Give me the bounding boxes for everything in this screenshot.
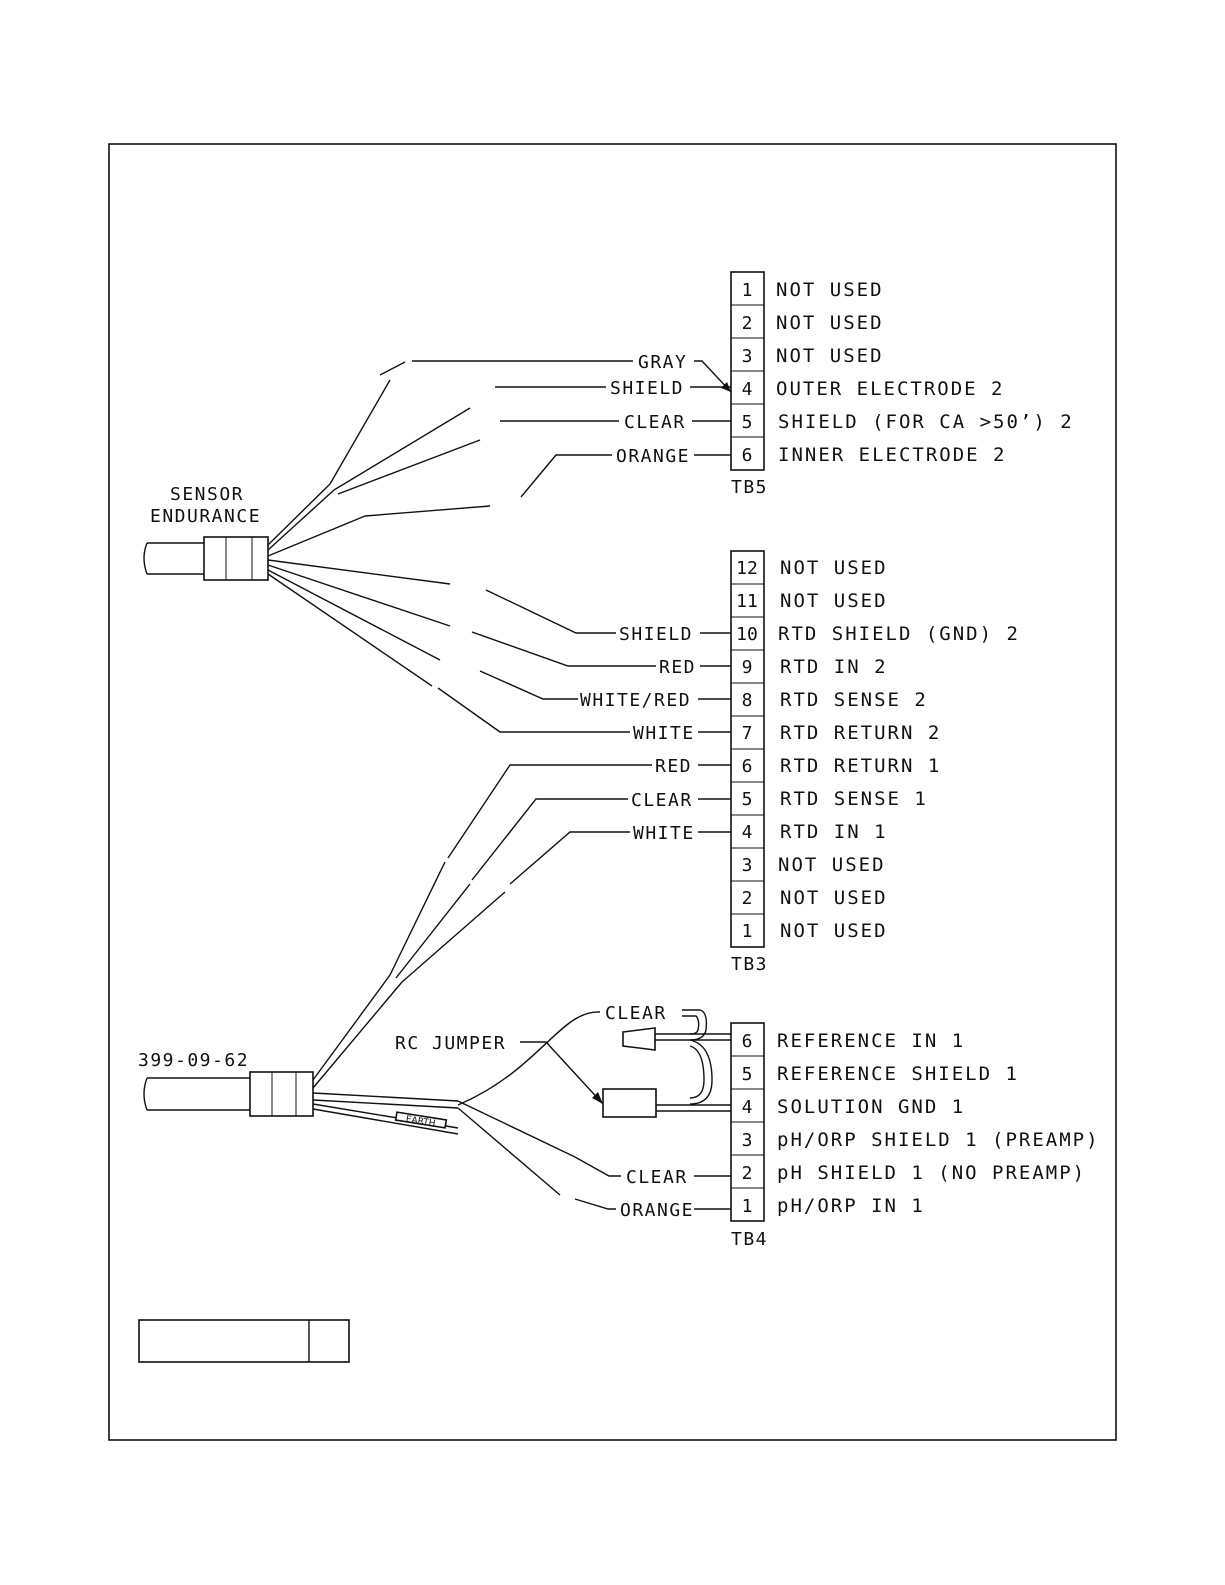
tb3-terminal-desc: RTD RETURN 2 (780, 722, 941, 744)
tb3-label: TB3 (731, 954, 768, 975)
tb4-terminal-desc: SOLUTION GND 1 (777, 1096, 965, 1118)
tb4-block: 6 5 4 3 2 1 REFERENCE IN 1 REFERENCE SHI… (730, 1022, 1100, 1250)
tb4-terminal-number: 1 (742, 1196, 753, 1217)
tb3-wires-upper: SHIELD RED WHITE/RED WHITE (437, 589, 731, 744)
tb4-terminal-desc: pH SHIELD 1 (NO PREAMP) (777, 1162, 1086, 1184)
jumper-connector (602, 1088, 657, 1118)
tb5-terminal-number: 3 (742, 346, 753, 367)
tb4-terminal-number: 5 (742, 1064, 753, 1085)
wire-label-white-red: WHITE/RED (580, 690, 691, 711)
wire-label-shield-rtd: SHIELD (619, 624, 693, 645)
tb3-terminal-desc: RTD RETURN 1 (780, 755, 941, 777)
earth-wire-marker (394, 1111, 448, 1129)
tb5-label: TB5 (731, 477, 768, 498)
tb3-terminal-number: 2 (742, 888, 753, 909)
tb5-terminal-number: 1 (742, 280, 753, 301)
tb4-terminal-number: 6 (742, 1031, 753, 1052)
tb5-terminal-number: 6 (742, 445, 753, 466)
tb3-terminal-desc: NOT USED (778, 854, 886, 876)
tb3-terminal-desc: RTD SHIELD (GND) 2 (778, 623, 1020, 645)
tb4-terminal-desc: pH/ORP SHIELD 1 (PREAMP) (777, 1129, 1100, 1151)
sensor-endurance-cable: SENSOR ENDURANCE (143, 361, 491, 687)
sensor-label-line2: ENDURANCE (150, 506, 261, 527)
earth-label: EARTH (405, 1115, 436, 1130)
wire-label-orange: ORANGE (616, 446, 690, 467)
tb3-terminal-number: 11 (736, 591, 758, 612)
wire-label-clear-1: CLEAR (631, 790, 693, 811)
tb3-terminal-number: 4 (742, 822, 753, 843)
wire-label-orange-ph: ORANGE (620, 1200, 694, 1221)
tb3-terminal-number: 7 (742, 723, 753, 744)
tb4-terminal-desc: pH/ORP IN 1 (777, 1195, 925, 1217)
tb3-terminal-number: 3 (742, 855, 753, 876)
rc-jumper-label: RC JUMPER (395, 1033, 506, 1054)
tb3-terminal-number: 12 (736, 558, 758, 579)
tb3-terminal-desc: RTD SENSE 1 (780, 788, 928, 810)
tb5-terminal-desc: NOT USED (776, 345, 884, 367)
tb5-terminal-number: 4 (742, 379, 753, 400)
tb3-terminal-desc: RTD IN 2 (780, 656, 888, 678)
tb4-terminal-number: 3 (742, 1130, 753, 1151)
tb5-block: 1 2 3 4 5 6 NOT USED NOT USED NOT USED O… (730, 271, 1074, 498)
tb3-terminal-number: 10 (736, 624, 758, 645)
tb5-terminal-desc: NOT USED (776, 279, 884, 301)
tb3-terminal-number: 8 (742, 690, 753, 711)
tb4-terminal-desc: REFERENCE IN 1 (777, 1030, 965, 1052)
tb5-terminal-number: 5 (742, 412, 753, 433)
tb3-terminal-desc: NOT USED (780, 557, 888, 579)
revision-box (138, 1319, 350, 1363)
tb3-terminal-desc: RTD SENSE 2 (780, 689, 928, 711)
wire-label-white-1: WHITE (633, 823, 695, 844)
tb4-terminal-number: 2 (742, 1163, 753, 1184)
tb4-wires: CLEAR RC JUMPER CLEAR ORANGE (395, 1003, 731, 1221)
sensor-label-line1: SENSOR (170, 484, 244, 505)
tb3-terminal-desc: NOT USED (780, 590, 888, 612)
cable-part-number: 399-09-62 (138, 1050, 249, 1071)
wire-label-red: RED (659, 657, 696, 678)
wire-label-clear-ref: CLEAR (605, 1003, 667, 1024)
tb3-terminal-number: 6 (742, 756, 753, 777)
tb3-wires-lower: RED CLEAR WHITE (447, 756, 731, 885)
wire-label-red-1: RED (655, 756, 692, 777)
tb3-terminal-number: 9 (742, 657, 753, 678)
tb4-label: TB4 (731, 1229, 768, 1250)
tb4-terminal-desc: REFERENCE SHIELD 1 (777, 1063, 1019, 1085)
tb3-terminal-number: 5 (742, 789, 753, 810)
wire-label-white: WHITE (633, 723, 695, 744)
reference-connector (622, 1027, 656, 1051)
tb5-terminal-desc: INNER ELECTRODE 2 (778, 444, 1006, 466)
tb5-terminal-desc: SHIELD (FOR CA >50’) 2 (778, 411, 1074, 433)
wire-label-clear: CLEAR (624, 412, 686, 433)
tb3-terminal-desc: NOT USED (780, 920, 888, 942)
tb5-terminal-desc: NOT USED (776, 312, 884, 334)
tb4-terminal-number: 4 (742, 1097, 753, 1118)
cable-boot (249, 1071, 314, 1117)
tb5-terminal-desc: OUTER ELECTRODE 2 (776, 378, 1004, 400)
diagram-frame (108, 143, 1117, 1441)
wire-label-shield: SHIELD (610, 378, 684, 399)
tb5-terminal-number: 2 (742, 313, 753, 334)
cable-399-09-62: 399-09-62 EARTH (138, 861, 576, 1196)
tb3-block: 12 11 10 9 8 7 6 5 4 3 2 1 NOT USED NOT … (730, 550, 1020, 975)
tb5-wires: GRAY SHIELD CLEAR ORANGE (412, 352, 732, 498)
sensor-cable-boot (203, 536, 269, 581)
wire-label-clear-ph: CLEAR (626, 1167, 688, 1188)
tb3-terminal-number: 1 (742, 921, 753, 942)
wire-label-gray: GRAY (638, 352, 687, 373)
tb3-terminal-desc: RTD IN 1 (780, 821, 888, 843)
tb3-terminal-desc: NOT USED (780, 887, 888, 909)
